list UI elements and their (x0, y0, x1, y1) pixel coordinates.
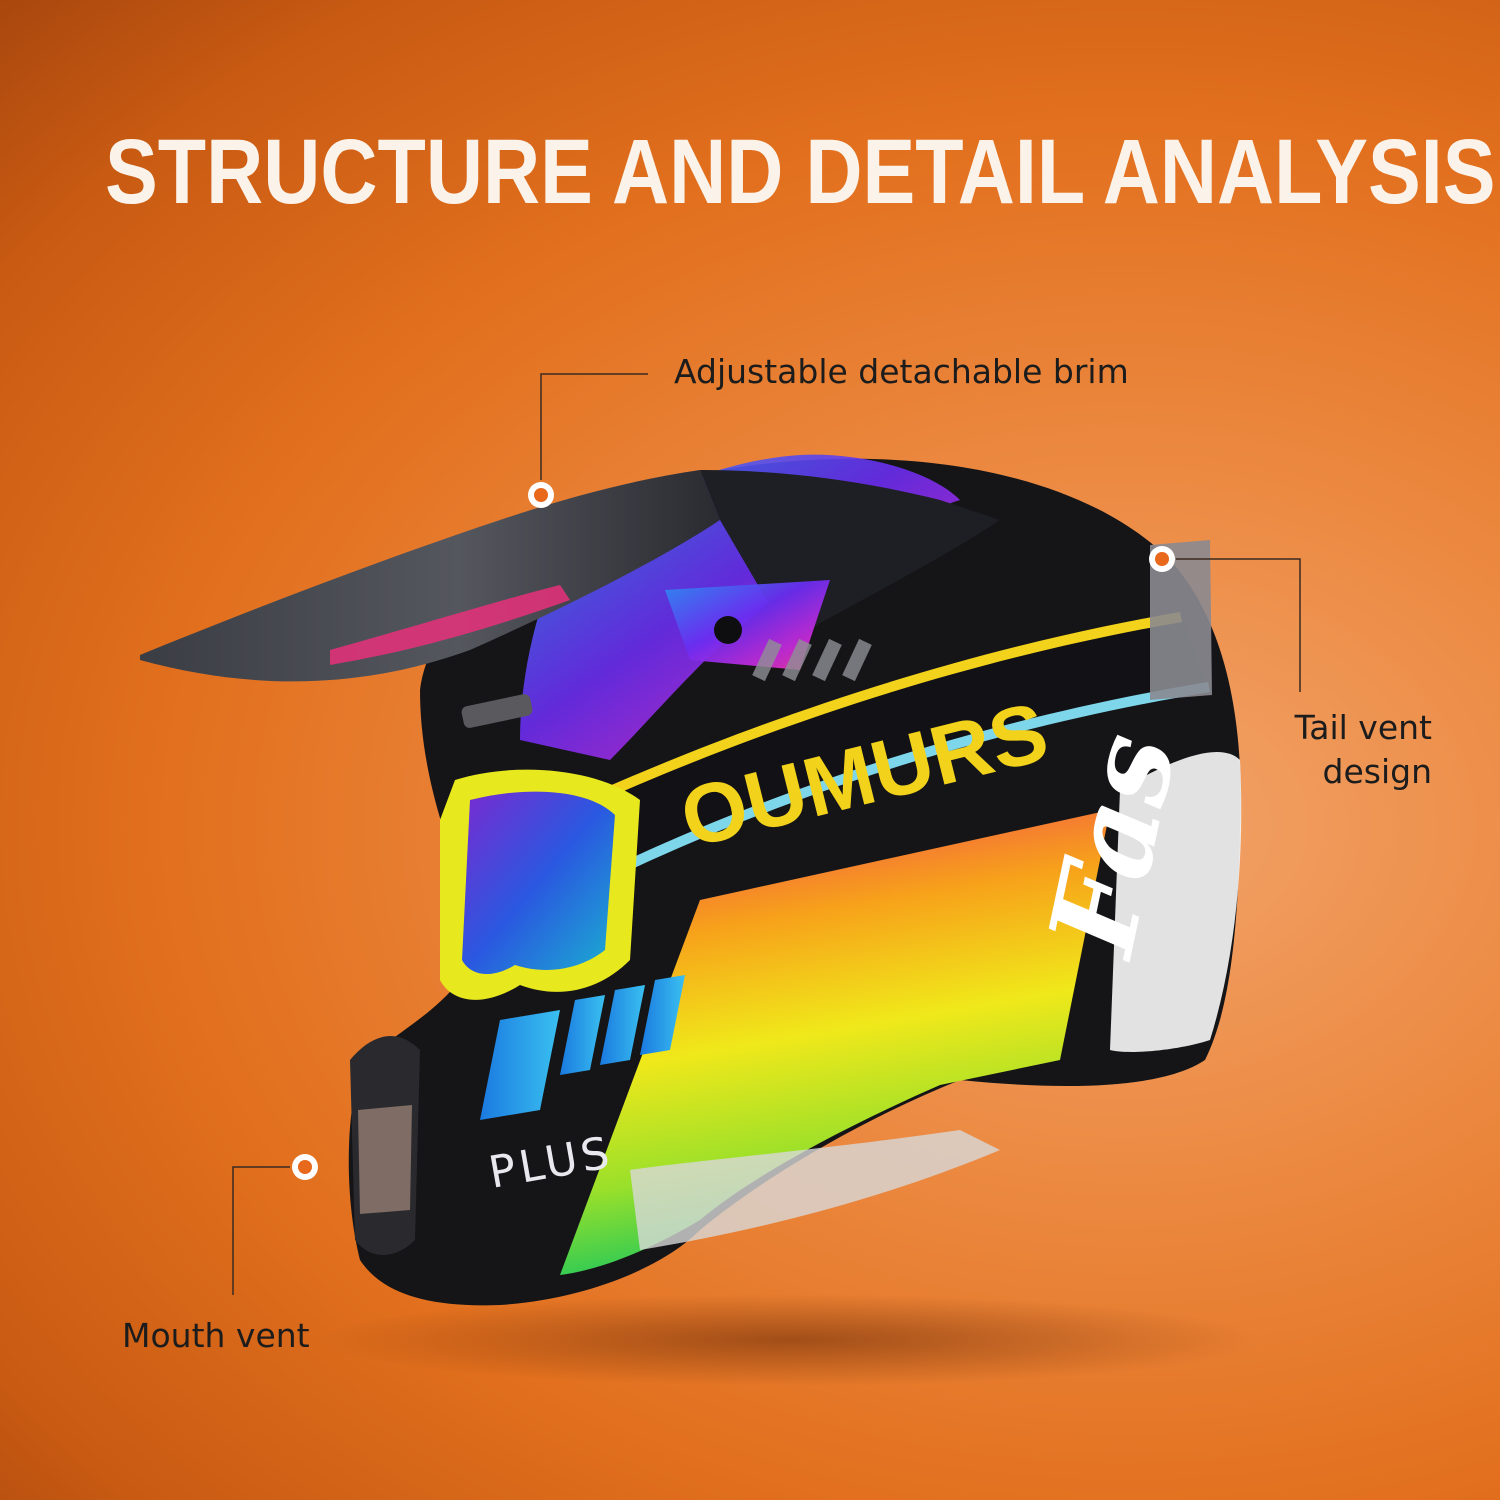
tail-vent (1150, 540, 1212, 700)
callout-brim-line (540, 373, 648, 480)
callout-tail-dot (1155, 552, 1169, 566)
strap-yellow-edge (600, 612, 1182, 800)
helmet-brim (140, 470, 720, 682)
neck-liner (630, 1130, 1000, 1250)
callout-label-tail-line2: design (1322, 752, 1432, 791)
side-grey-stripes (752, 638, 872, 682)
callout-label-tail-line1: Tail vent (1294, 708, 1432, 747)
top-vent-grille (461, 694, 533, 728)
mouth-vent-lens (358, 1105, 412, 1214)
callout-label-tail: Tail vent design (1240, 706, 1432, 794)
callout-brim (528, 373, 648, 508)
page-title: STRUCTURE AND DETAIL ANALYSIS (105, 121, 1496, 223)
rainbow-side-panel (560, 810, 1110, 1275)
ground-shadow (320, 1294, 1260, 1386)
strap-blue-edge (627, 682, 1210, 870)
callout-mouth (232, 1154, 318, 1295)
callout-tail-line (1176, 558, 1301, 692)
callout-mouth-dot (298, 1160, 312, 1174)
goggle-strap (600, 612, 1210, 870)
chin-blue-stripes (480, 975, 685, 1120)
goggle-lens (462, 791, 615, 975)
brim-screw (714, 616, 742, 644)
brim-side-plate (665, 580, 830, 670)
callout-label-brim: Adjustable detachable brim (674, 352, 1129, 391)
callout-mouth-line (232, 1166, 290, 1295)
white-graphic-panel (1110, 751, 1242, 1052)
callout-label-mouth: Mouth vent (122, 1316, 310, 1355)
callout-tail (1149, 546, 1301, 692)
brim-pink-stripe (330, 585, 570, 665)
callout-brim-dot (534, 488, 548, 502)
